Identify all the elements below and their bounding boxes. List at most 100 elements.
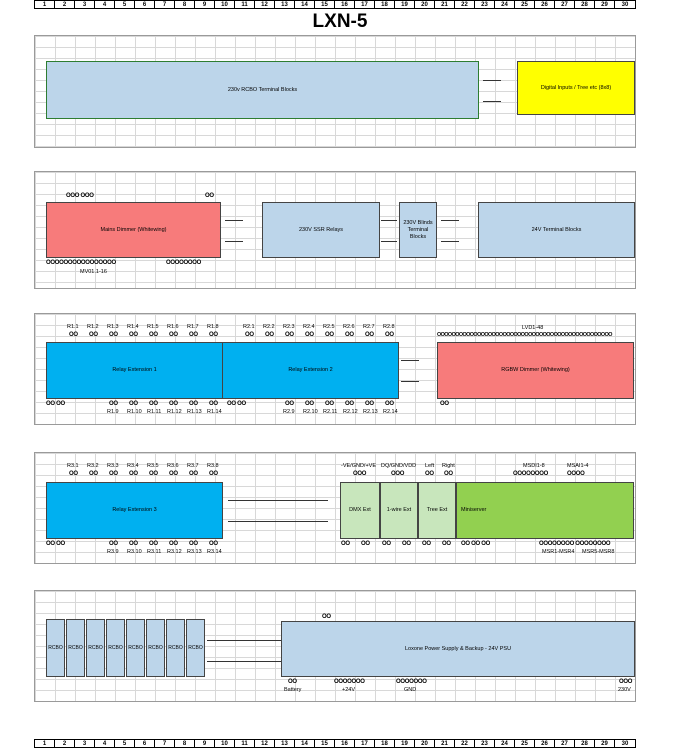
msdi-label: MSDI1-8 [523,463,545,469]
mv-label: MV01.1-16 [80,269,107,275]
relay-label: R1.3 [107,324,119,330]
terminal-24v-box: 24V Terminal Blocks [478,202,635,258]
connector-dots: OO [109,541,118,547]
panel-row-2: OOO OOO OO Mains Dimmer (Whitewing) OOOO… [34,171,636,289]
column-number: 4 [95,740,115,747]
onewire-ext-box: 1-wire Ext [380,482,418,539]
column-number: 11 [235,740,255,747]
connector-dots: OO [89,471,98,477]
relay-label: R1.12 [167,409,182,415]
loxone-psu-box: Loxone Power Supply & Backup - 24V PSU [281,621,635,677]
column-number: 22 [455,740,475,747]
rcbo-box: RCBO [46,619,65,677]
relay-label: R1.11 [147,409,162,415]
relay-label: R3.6 [167,463,179,469]
column-number: 29 [595,1,615,8]
lvd-label: LVD1-48 [522,325,544,331]
panel-row-1: 230v RCBO Terminal Blocks Digital Inputs… [34,35,636,148]
relay-label: R3.13 [187,549,202,555]
relay-label: R3.4 [127,463,139,469]
connector-line [401,360,419,361]
connector-dots: OOO [391,471,405,477]
connector-dots: OO [361,541,370,547]
connector-dots: OO [189,541,198,547]
relay-extension-2: Relay Extension 2 [222,342,399,399]
column-number: 14 [295,740,315,747]
relay-label: R1.7 [187,324,199,330]
column-number: 7 [155,1,175,8]
column-number: 21 [435,1,455,8]
column-number: 24 [495,740,515,747]
column-number: 17 [355,740,375,747]
column-number: 27 [555,1,575,8]
page-title: LXN-5 [312,11,368,32]
relay-label: R1.10 [127,409,142,415]
connector-dots: OO [209,541,218,547]
relay-label: R2.1 [243,324,255,330]
connector-dots: OO [265,332,274,338]
relay-label: R3.1 [67,463,79,469]
column-number: 10 [215,1,235,8]
column-number: 5 [115,1,135,8]
connector-dots: OO [385,401,394,407]
column-number: 4 [95,1,115,8]
relay-label: R2.14 [383,409,398,415]
column-number: 26 [535,740,555,747]
connector-dots: OO [69,332,78,338]
connector-dots: OO [169,471,178,477]
column-number: 20 [415,1,435,8]
connector-dots: OOO [353,471,367,477]
relay-label: R3.9 [107,549,119,555]
connector-dots: OO [365,401,374,407]
column-number: 23 [475,740,495,747]
connector-dots: OO [305,401,314,407]
digital-inputs-box: Digital Inputs / Tree etc (8x8) [517,61,635,115]
ext-label: DQ/GND/VDD [381,463,417,469]
blinds-terminal-blocks: 230V Blinds Terminal Blocks [399,202,437,258]
connector-dots: OO [288,679,297,685]
connector-line [401,381,419,382]
relay-label: R1.8 [207,324,219,330]
column-number: 6 [135,740,155,747]
tree-ext-box: Tree Ext [418,482,456,539]
column-number: 30 [621,2,629,8]
column-number: 1 [35,740,55,747]
relay-label: R2.12 [343,409,358,415]
connector-dots: OO [245,332,254,338]
connector-dots: OOOOOOO [396,679,427,685]
v230-label: 230V [618,687,631,693]
connector-dots: OO [440,401,449,407]
connector-dots: OO [109,401,118,407]
connector-dots: OO [129,471,138,477]
connector-dots: OO [325,401,334,407]
connector-dots: OO [169,541,178,547]
column-number: 5 [115,740,135,747]
connector-dots: OO [285,401,294,407]
ext-label: Right [442,463,455,469]
connector-dots: OO [89,332,98,338]
connector-dots: OO [129,541,138,547]
rcbo-terminal-blocks: 230v RCBO Terminal Blocks [46,61,479,119]
connector-dots: OO [209,471,218,477]
relay-label: R3.5 [147,463,159,469]
connector-dots: OO [169,401,178,407]
column-number: 7 [155,740,175,747]
column-number: 18 [375,1,395,8]
column-number: 12 [255,1,275,8]
connector-line [207,661,283,662]
relay-label: R2.10 [303,409,318,415]
miniserver-box: Miniserver [456,482,634,539]
column-number: 19 [395,1,415,8]
relay-label: R3.12 [167,549,182,555]
connector-dots: OO OO OO [461,541,490,547]
column-number: 6 [135,1,155,8]
column-number: 21 [435,740,455,747]
ssr-relays-box: 230V SSR Relays [262,202,380,258]
connector-dots: OO [322,614,331,620]
column-number: 9 [195,740,215,747]
connector-dots: OO [382,541,391,547]
column-number: 15 [315,740,335,747]
connector-dots: OO [385,332,394,338]
connector-dots: OOOOOOOO [166,260,201,266]
connector-dots: OOOOOOOO [513,471,548,477]
